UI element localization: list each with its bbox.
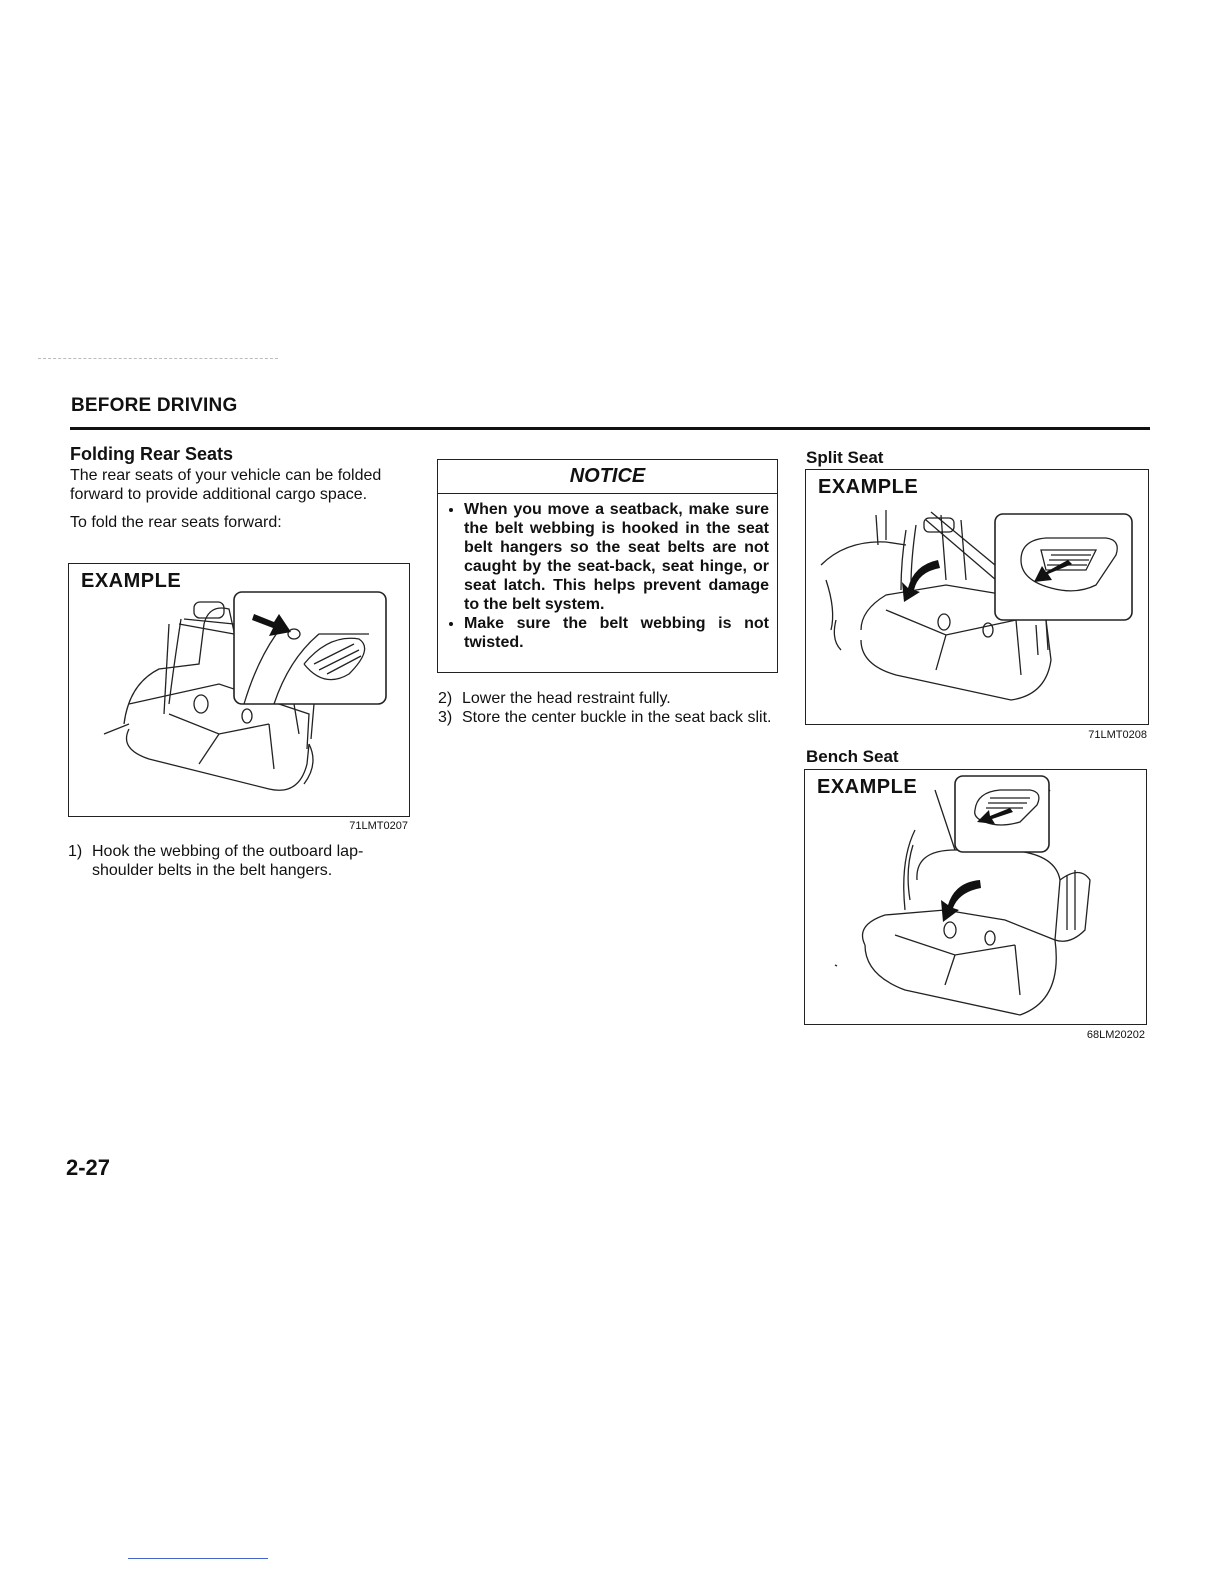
notice-item: When you move a seatback, make sure the … <box>464 500 769 614</box>
notice-item: Make sure the belt webbing is not twiste… <box>464 614 769 652</box>
figure-split-seat: EXAMPLE <box>805 469 1149 725</box>
figure-code: 71LMT0207 <box>349 820 408 832</box>
figure-code: 68LM20202 <box>1086 1029 1145 1041</box>
rear-seat-illustration <box>103 591 387 791</box>
section-header: BEFORE DRIVING <box>71 395 238 416</box>
bench-seat-heading: Bench Seat <box>806 747 899 766</box>
step-number: 2) <box>438 690 453 707</box>
bench-seat-illustration <box>834 775 1091 1016</box>
step-1: 1) Hook the webbing of the outboard lap-s… <box>68 842 410 880</box>
notice-title: NOTICE <box>438 460 777 494</box>
intro-paragraph: The rear seats of your vehicle can be fo… <box>70 467 382 503</box>
notice-list: When you move a seatback, make sure the … <box>438 494 777 656</box>
step-text: Lower the head restraint fully. <box>462 690 671 707</box>
folding-rear-seats-heading: Folding Rear Seats <box>70 444 234 464</box>
lead-in-paragraph: To fold the rear seats forward: <box>70 514 282 531</box>
figure-label: EXAMPLE <box>817 776 918 798</box>
step-text: Hook the webbing of the outboard lap-sho… <box>92 843 364 879</box>
scan-artifact-line <box>38 358 278 359</box>
step-2: 2) Lower the head restraint fully. <box>438 689 778 708</box>
figure-code: 71LMT0208 <box>1088 729 1147 741</box>
header-rule <box>70 427 1150 430</box>
notice-box: NOTICE When you move a seatback, make su… <box>437 459 778 673</box>
step-number: 3) <box>438 709 453 726</box>
figure-label: EXAMPLE <box>818 476 919 498</box>
steps-list-middle: 2) Lower the head restraint fully. 3) Stor… <box>438 689 778 727</box>
figure-bench-seat: EXAMPLE <box>804 769 1147 1025</box>
steps-list-left: 1) Hook the webbing of the outboard lap-s… <box>68 842 410 880</box>
step-number: 1) <box>68 843 83 860</box>
page-number: 2-27 <box>66 1155 111 1180</box>
scan-artifact-underline <box>128 1558 268 1559</box>
step-3: 3) Store the center buckle in the seat ba… <box>438 708 778 727</box>
split-seat-illustration <box>820 510 1133 701</box>
step-text: Store the center buckle in the seat back… <box>462 709 772 726</box>
figure-fold-rear-seat: EXAMPLE <box>68 563 410 817</box>
figure-label: EXAMPLE <box>81 570 182 592</box>
split-seat-heading: Split Seat <box>806 448 884 467</box>
